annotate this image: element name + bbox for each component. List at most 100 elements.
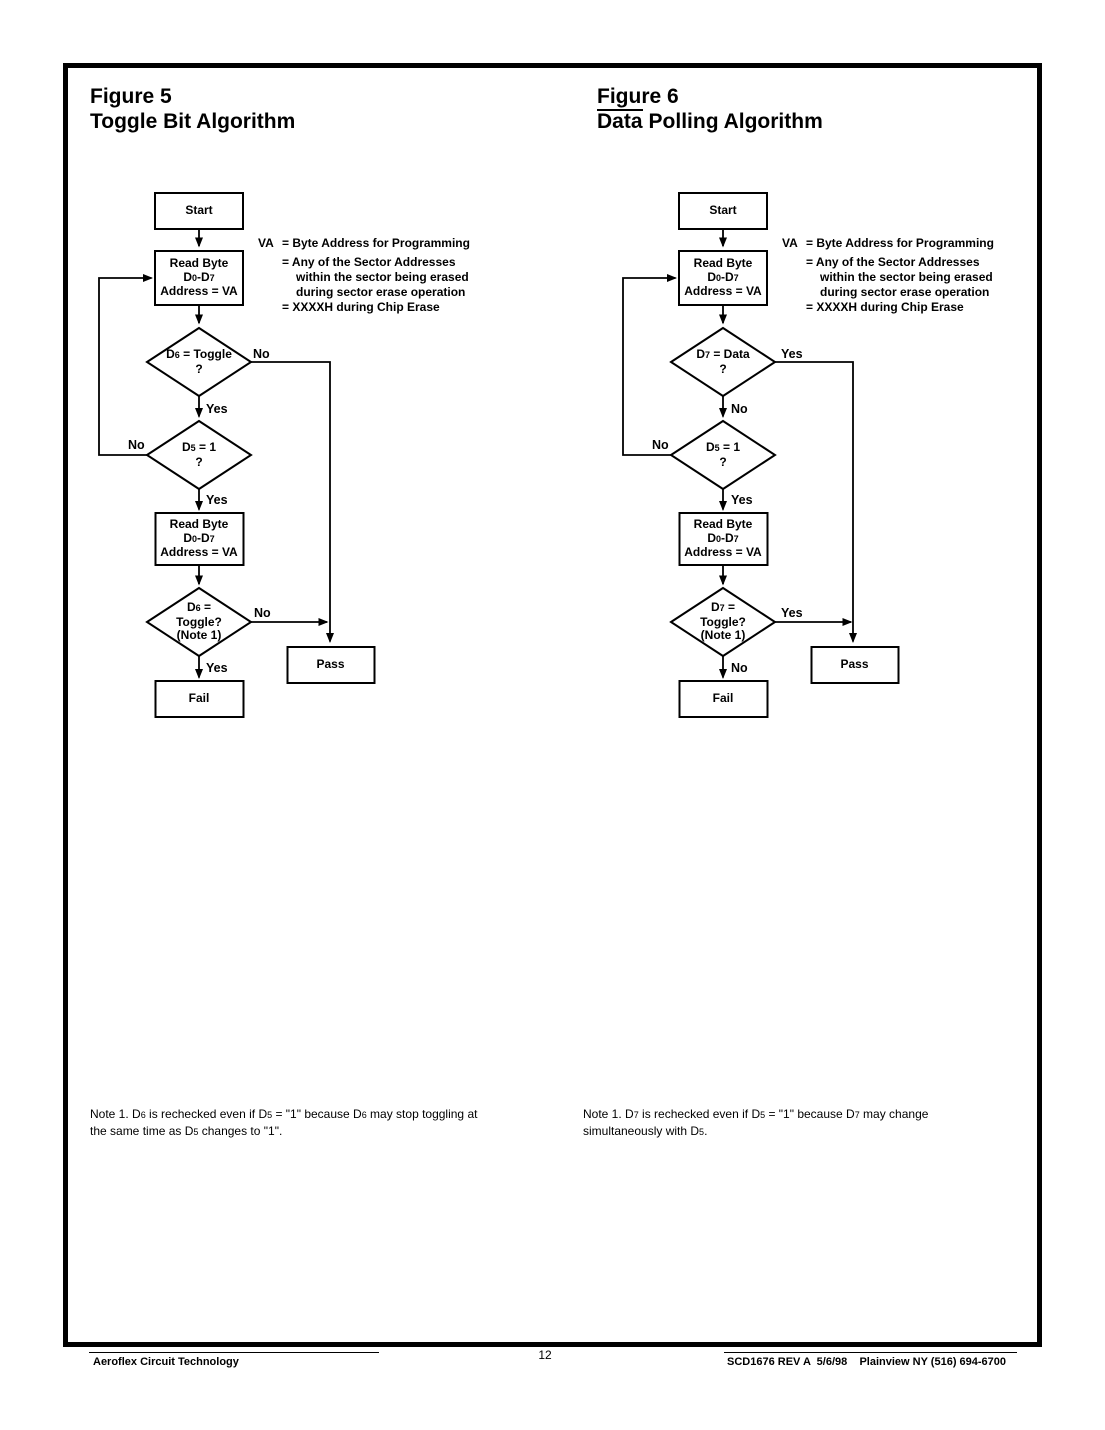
fig6-d3-yes-label: Yes bbox=[781, 606, 803, 620]
fig6-va-legend: = Byte Address for Programming = Any of … bbox=[806, 236, 994, 315]
figure5-title: Figure 5 Toggle Bit Algorithm bbox=[90, 84, 295, 134]
fig5-d1-diamond bbox=[145, 326, 253, 398]
fig6-va-label: VA bbox=[782, 236, 798, 250]
fig6-loop-d2-no-to-read1 bbox=[622, 274, 677, 456]
fig6-note: Note 1. D7 is rechecked even if D5 = "1"… bbox=[583, 1107, 928, 1140]
fig6-read2-label: Read Byte D0-D7 Address = VA bbox=[679, 513, 767, 565]
fig5-read2-line3: Address = VA bbox=[160, 545, 238, 560]
fig6-fail-label: Fail bbox=[712, 691, 734, 706]
fig5-d3-line1: D6 = bbox=[186, 600, 212, 615]
figure5-title-line2: Toggle Bit Algorithm bbox=[90, 110, 296, 133]
fig6-read1-box bbox=[678, 250, 768, 306]
fig6-d1-line1: D7 = Data bbox=[696, 347, 750, 361]
fig5-va-legend: = Byte Address for Programming = Any of … bbox=[282, 236, 470, 315]
fig5-d1-line2: ? bbox=[195, 361, 203, 376]
fig6-d1-diamond bbox=[669, 326, 777, 398]
footer-left-rule bbox=[89, 1352, 379, 1353]
fig5-note-line1: Note 1. D6 is rechecked even if D5 = "1"… bbox=[90, 1107, 478, 1121]
fig5-read1-line1: Read Byte bbox=[169, 256, 229, 271]
fig6-va-line1: = Byte Address for Programming bbox=[806, 236, 994, 250]
fig6-read2-line3: Address = VA bbox=[684, 545, 762, 560]
fig5-d3-no-label: No bbox=[254, 606, 271, 620]
fig6-read2-box bbox=[678, 512, 769, 566]
fig5-d1-line1: D6 = Toggle bbox=[166, 347, 232, 361]
fig6-d1-yes-label: Yes bbox=[781, 347, 803, 361]
fig5-note: Note 1. D6 is rechecked even if D5 = "1"… bbox=[90, 1107, 477, 1140]
fig6-d2-diamond bbox=[669, 419, 777, 491]
fig6-read1-label: Read Byte D0-D7 Address = VA bbox=[679, 251, 767, 305]
fig6-start-label: Start bbox=[709, 203, 737, 218]
fig6-va-line2: = Any of the Sector Addresses bbox=[806, 255, 980, 269]
fig5-d2-label: D5 = 1 ? bbox=[147, 421, 251, 489]
content-border bbox=[63, 63, 1042, 1347]
fig5-pass-box bbox=[286, 646, 376, 684]
fig6-pass-label: Pass bbox=[840, 657, 869, 672]
fig5-read1-line2: D0-D7 bbox=[183, 269, 215, 284]
figure5-title-line1: Figure 5 bbox=[90, 85, 172, 108]
fig6-d1-label: D7 = Data ? bbox=[671, 328, 775, 396]
fig5-d3-line2: Toggle? bbox=[176, 614, 222, 629]
fig5-start-label: Start bbox=[185, 203, 213, 218]
fig5-shapes bbox=[145, 192, 376, 718]
fig6-branch-d1-yes-to-pass bbox=[775, 361, 857, 643]
fig5-read1-label: Read Byte D0-D7 Address = VA bbox=[155, 251, 243, 305]
fig5-d1-yes-label: Yes bbox=[206, 402, 228, 416]
fig6-start-box bbox=[678, 192, 768, 230]
fig6-d3-no-label: No bbox=[731, 661, 748, 675]
fig5-d2-no-label: No bbox=[128, 438, 145, 452]
fig5-fail-label: Fail bbox=[188, 691, 210, 706]
fig5-start-box bbox=[154, 192, 244, 230]
fig5-d1-no-label: No bbox=[253, 347, 270, 361]
fig6-fail-box bbox=[678, 680, 769, 718]
fig5-d2-line1: D5 = 1 bbox=[181, 440, 217, 454]
fig5-pass-label: Pass bbox=[316, 657, 345, 672]
fig6-va-line5: = XXXXH during Chip Erase bbox=[806, 300, 964, 314]
fig5-d3-diamond bbox=[145, 586, 253, 658]
fig6-shapes bbox=[669, 192, 900, 718]
fig5-loop-d2-no-to-read1 bbox=[98, 274, 153, 456]
footer-doc-info: SCD1676 REV A 5/6/98 Plainview NY (516) … bbox=[727, 1356, 1007, 1368]
fig6-d1-line2: ? bbox=[719, 361, 727, 376]
fig5-va-line4: during sector erase operation bbox=[296, 285, 466, 299]
fig6-pass-box bbox=[810, 646, 900, 684]
fig6-va-line3: within the sector being erased bbox=[820, 270, 993, 284]
fig6-d3-line1: D7 = bbox=[710, 600, 736, 615]
fig6-d2-no-label: No bbox=[652, 438, 669, 452]
fig5-read2-line2: D0-D7 bbox=[183, 530, 215, 545]
fig5-branch-d1-no-to-pass bbox=[251, 361, 334, 643]
page-number: 12 bbox=[538, 1348, 552, 1362]
fig6-read1-line3: Address = VA bbox=[684, 284, 762, 299]
fig5-d3-yes-label: Yes bbox=[206, 661, 228, 675]
fig5-connectors bbox=[98, 229, 334, 679]
fig6-read1-line2: D0-D7 bbox=[707, 269, 739, 284]
fig5-d2-line2: ? bbox=[195, 454, 203, 469]
fig5-read2-line1: Read Byte bbox=[169, 517, 229, 532]
fig5-va-label: VA bbox=[258, 236, 274, 250]
fig6-note-line2: simultaneously with D5. bbox=[583, 1123, 708, 1138]
fig5-read2-box bbox=[154, 512, 245, 566]
fig5-note-line2: the same time as D5 changes to "1". bbox=[90, 1123, 283, 1138]
fig5-read1-line3: Address = VA bbox=[160, 284, 238, 299]
fig6-read2-line1: Read Byte bbox=[693, 517, 753, 532]
fig6-d1-no-label: No bbox=[731, 402, 748, 416]
footer-company: Aeroflex Circuit Technology bbox=[93, 1356, 239, 1368]
footer-right-rule bbox=[724, 1352, 1017, 1353]
fig6-d3-label: D7 = Toggle? (Note 1) bbox=[671, 588, 775, 656]
fig5-read2-label: Read Byte D0-D7 Address = VA bbox=[155, 513, 243, 565]
fig6-d3-diamond bbox=[669, 586, 777, 658]
fig6-read2-line2: D0-D7 bbox=[707, 530, 739, 545]
fig5-d1-label: D6 = Toggle ? bbox=[147, 328, 251, 396]
fig6-read1-line1: Read Byte bbox=[693, 256, 753, 271]
fig6-d2-yes-label: Yes bbox=[731, 493, 753, 507]
title-rest: Polling Algorithm bbox=[648, 110, 823, 133]
fig5-d3-line3: (Note 1) bbox=[176, 628, 222, 643]
fig6-connectors bbox=[622, 229, 857, 679]
fig5-read1-box bbox=[154, 250, 244, 306]
fig5-fail-box bbox=[154, 680, 245, 718]
fig5-va-line3: within the sector being erased bbox=[296, 270, 469, 284]
fig6-d3-line2: Toggle? bbox=[700, 614, 746, 629]
figure6-title-line1: Figure 6 bbox=[597, 85, 679, 108]
fig5-d3-label: D6 = Toggle? (Note 1) bbox=[147, 588, 251, 656]
